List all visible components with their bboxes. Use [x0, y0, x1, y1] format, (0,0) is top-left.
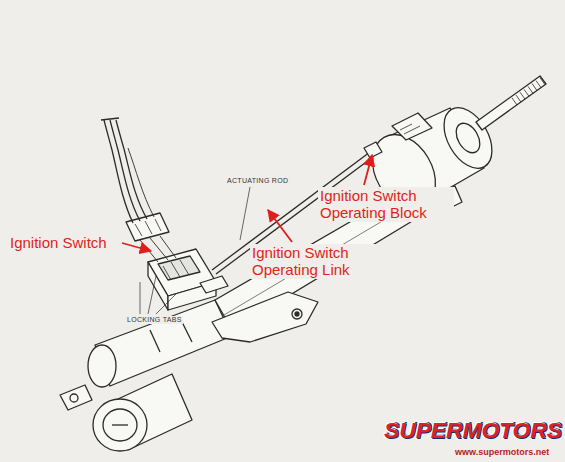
thread-stroke	[540, 78, 545, 85]
thread-stroke	[524, 89, 529, 96]
operating-block	[364, 142, 382, 158]
thread-stroke	[516, 95, 521, 102]
ignition-switch	[148, 249, 228, 310]
steering-shaft	[476, 76, 546, 130]
watermark: SUPERMOTORS	[384, 417, 562, 443]
callout-label: Ignition Switch Operating Block	[318, 187, 454, 222]
thread-stroke	[512, 98, 517, 105]
lower-housing	[88, 300, 232, 387]
switch-connector	[126, 213, 176, 262]
thread-stroke	[536, 81, 541, 88]
thread-stroke	[532, 84, 537, 91]
wire-harness	[101, 118, 154, 223]
thread-stroke	[528, 86, 533, 93]
part-label: ACTUATING ROD	[226, 177, 289, 185]
callout-label: Ignition Switch	[8, 234, 109, 251]
thread-stroke	[520, 92, 525, 99]
callout-label: Ignition Switch Operating Link	[250, 244, 382, 279]
part-label: LOCKING TABS	[126, 316, 183, 324]
lock-cylinder	[60, 374, 192, 451]
mounting-bracket	[212, 292, 318, 342]
watermark-url: www.supermotors.net	[455, 447, 549, 457]
leader-lines	[140, 187, 250, 314]
